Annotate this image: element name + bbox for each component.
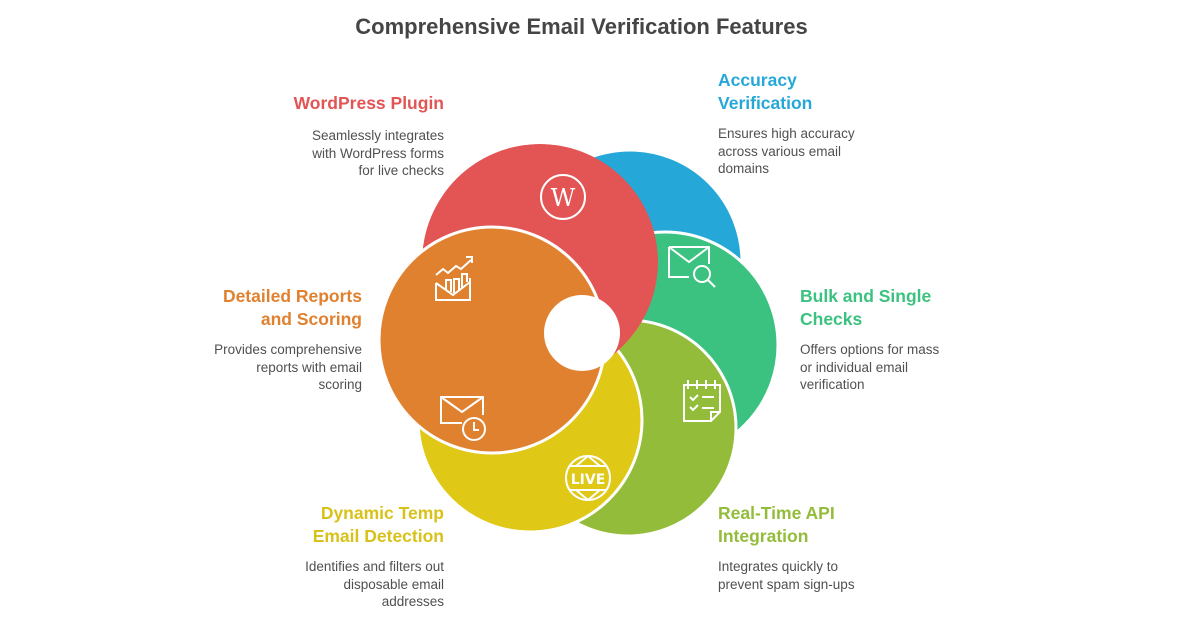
center-hole [544,295,620,371]
svg-text:W: W [551,184,576,212]
wordpress-icon: W [540,174,586,220]
feature-title: WordPress Plugin [293,93,444,113]
feature-description: Seamlessly integrates with WordPress for… [311,128,444,178]
email-chart-icon [435,256,473,301]
feature-description: Integrates quickly to prevent spam sign-… [718,559,855,592]
live-globe-icon: LIVE [565,455,611,501]
email-search-icon [668,246,716,288]
feature-description: Offers options for mass or individual em… [800,342,940,392]
feature-wordpress: WordPress Plugin Seamlessly integrates w… [244,92,444,180]
feature-description: Identifies and filters out disposable em… [305,559,444,609]
email-clock-icon [440,396,486,441]
feature-description: Provides comprehensive reports with emai… [214,342,362,392]
checklist-icon [683,380,721,422]
svg-text:LIVE: LIVE [571,472,606,488]
page-title: Comprehensive Email Verification Feature… [355,14,808,39]
feature-description: Ensures high accuracy across various ema… [718,126,855,176]
